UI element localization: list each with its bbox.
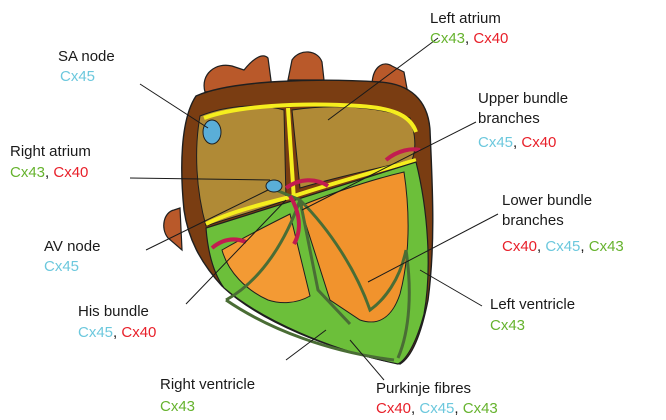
his-bundle-title: His bundle xyxy=(78,303,149,321)
svc-vessel xyxy=(164,208,182,250)
left-ventricle-cx43: Cx43 xyxy=(490,317,525,335)
right-ventricle-title: Right ventricle xyxy=(160,376,255,394)
sa-node-cx45: Cx45 xyxy=(60,68,95,86)
lower-bundle-title-line1: Lower bundle xyxy=(502,192,592,210)
sa-node-shape xyxy=(203,120,221,144)
right-atrium-connexins: Cx43, Cx40 xyxy=(10,164,88,182)
his-bundle-connexins: Cx45, Cx40 xyxy=(78,324,156,342)
av-node-shape xyxy=(266,180,282,192)
right-ventricle-cx43: Cx43 xyxy=(160,398,195,416)
his-bundle-cx40: Cx40 xyxy=(121,324,156,341)
upper-bundle-connexins: Cx45, Cx40 xyxy=(478,134,556,152)
purkinje-cx40: Cx40 xyxy=(376,400,411,417)
lower-bundle-connexins: Cx40, Cx45, Cx43 xyxy=(502,238,624,256)
pulmonary-vessel xyxy=(288,52,324,80)
lower-bundle-cx43: Cx43 xyxy=(589,238,624,255)
upper-bundle-cx45: Cx45 xyxy=(478,134,513,151)
av-node-title: AV node xyxy=(44,238,100,256)
purkinje-cx45: Cx45 xyxy=(419,400,454,417)
right-atrium-title: Right atrium xyxy=(10,143,91,161)
left-atrium-title: Left atrium xyxy=(430,10,501,28)
right-atrium-cx43: Cx43 xyxy=(10,164,45,181)
upper-bundle-cx40: Cx40 xyxy=(521,134,556,151)
av-node-cx45: Cx45 xyxy=(44,258,79,276)
purkinje-cx43: Cx43 xyxy=(463,400,498,417)
left-atrium-cx43: Cx43 xyxy=(430,30,465,47)
lower-bundle-title-line2: branches xyxy=(502,212,564,230)
his-bundle-cx45: Cx45 xyxy=(78,324,113,341)
left-atrium-cx40: Cx40 xyxy=(473,30,508,47)
purkinje-title: Purkinje fibres xyxy=(376,380,471,398)
right-atrium-cx40: Cx40 xyxy=(53,164,88,181)
left-ventricle-title: Left ventricle xyxy=(490,296,575,314)
purkinje-connexins: Cx40, Cx45, Cx43 xyxy=(376,400,498,418)
lower-bundle-cx45: Cx45 xyxy=(545,238,580,255)
upper-bundle-title-line2: branches xyxy=(478,110,540,128)
lower-bundle-cx40: Cx40 xyxy=(502,238,537,255)
sa-node-title: SA node xyxy=(58,48,115,66)
left-atrium-connexins: Cx43, Cx40 xyxy=(430,30,508,48)
upper-bundle-title-line1: Upper bundle xyxy=(478,90,568,108)
